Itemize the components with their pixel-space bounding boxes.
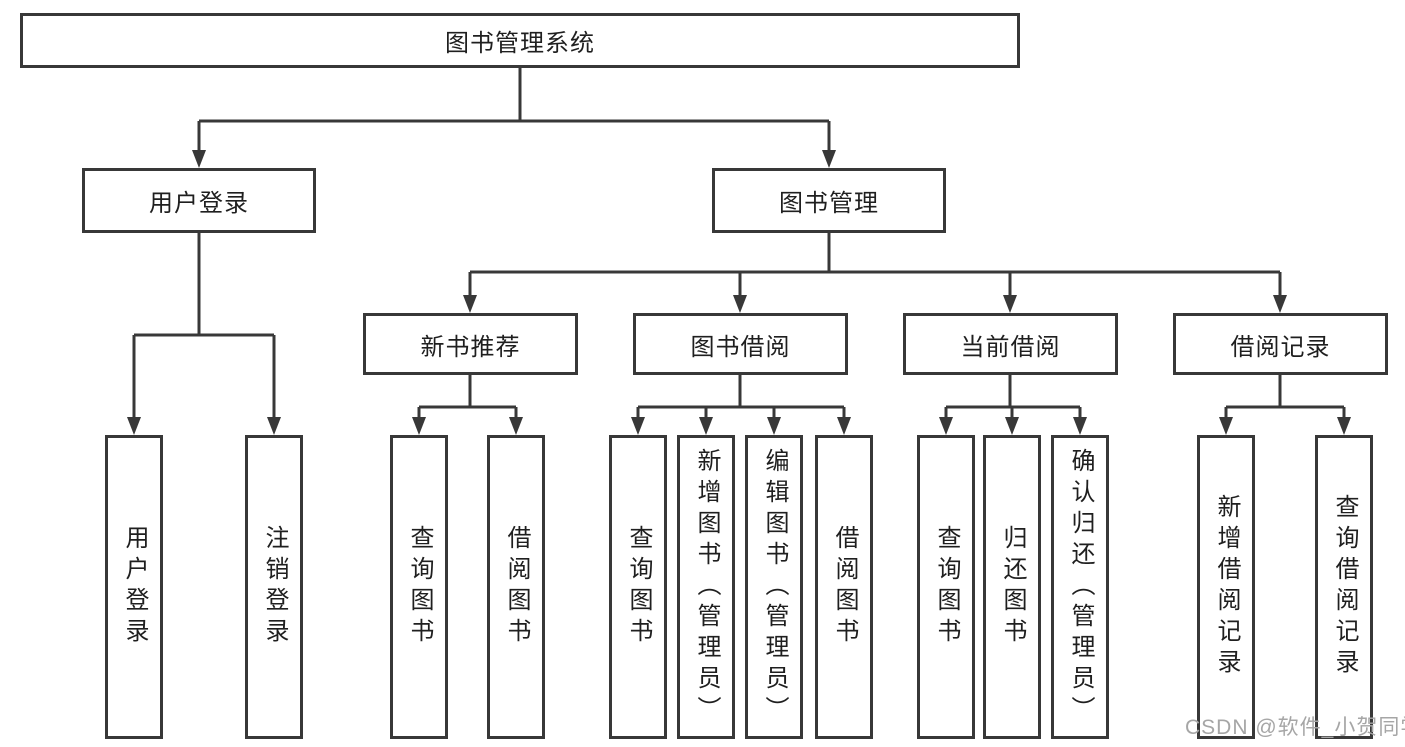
leaf-query-borrow-record: 查询借阅记录 <box>1315 435 1373 739</box>
connector-user-login-to-leaves <box>132 233 276 420</box>
leaf-label: 查询图书 <box>625 525 652 649</box>
leaf-add-books-admin: 新增图书（管理员） <box>677 435 735 739</box>
arrowhead <box>1273 295 1287 313</box>
arrowhead <box>1003 295 1017 313</box>
leaf-confirm-return-admin: 确认归还（管理员） <box>1051 435 1109 739</box>
node-book-management: 图书管理 <box>712 168 946 233</box>
arrowhead <box>192 150 206 168</box>
node-root: 图书管理系统 <box>20 13 1020 68</box>
arrowhead <box>767 417 781 435</box>
node-borrow-records: 借阅记录 <box>1173 313 1388 375</box>
leaf-label: 借阅图书 <box>503 525 530 649</box>
leaf-edit-books-admin: 编辑图书（管理员） <box>745 435 803 739</box>
leaf-add-borrow-record: 新增借阅记录 <box>1197 435 1255 739</box>
leaf-label: 借阅图书 <box>831 525 858 649</box>
arrowhead <box>1337 417 1351 435</box>
leaf-user-login: 用户登录 <box>105 435 163 739</box>
connector-new-book-to-leaves <box>417 375 518 420</box>
arrowhead <box>631 417 645 435</box>
connector-current-borrow-to-leaves <box>944 375 1082 420</box>
leaf-return-books: 归还图书 <box>983 435 1041 739</box>
leaf-query-books-current: 查询图书 <box>917 435 975 739</box>
leaf-query-books-recommend: 查询图书 <box>390 435 448 739</box>
node-current-borrow: 当前借阅 <box>903 313 1118 375</box>
arrowhead <box>127 417 141 435</box>
leaf-query-books-borrow: 查询图书 <box>609 435 667 739</box>
arrowhead <box>699 417 713 435</box>
arrowhead <box>463 295 477 313</box>
connector-borrow-records-to-leaves <box>1224 375 1346 420</box>
connector-root-to-level2 <box>197 68 831 152</box>
connector-book-borrow-to-leaves <box>636 375 846 420</box>
arrowhead <box>267 417 281 435</box>
leaf-borrow-books-recommend: 借阅图书 <box>487 435 545 739</box>
arrowhead <box>939 417 953 435</box>
leaf-label: 查询图书 <box>406 525 433 649</box>
arrowhead <box>1073 417 1087 435</box>
arrowhead <box>509 417 523 435</box>
arrowhead <box>1219 417 1233 435</box>
leaf-label: 归还图书 <box>999 525 1026 649</box>
leaf-label: 新增图书（管理员） <box>693 447 720 727</box>
node-user-login: 用户登录 <box>82 168 316 233</box>
node-book-borrow: 图书借阅 <box>633 313 848 375</box>
node-new-book-recommend: 新书推荐 <box>363 313 578 375</box>
csdn-watermark: CSDN @软件_小贺同学 <box>1185 716 1405 739</box>
arrowhead <box>733 295 747 313</box>
leaf-label: 用户登录 <box>121 525 148 649</box>
arrowhead <box>837 417 851 435</box>
leaf-label: 查询借阅记录 <box>1331 494 1358 680</box>
arrowhead <box>1005 417 1019 435</box>
leaf-label: 编辑图书（管理员） <box>761 447 788 727</box>
leaf-label: 注销登录 <box>261 525 288 649</box>
leaf-label: 新增借阅记录 <box>1213 494 1240 680</box>
connector-book-mgmt-to-level3 <box>468 233 1282 298</box>
arrowhead <box>412 417 426 435</box>
leaf-label: 确认归还（管理员） <box>1067 447 1094 727</box>
leaf-borrow-books: 借阅图书 <box>815 435 873 739</box>
leaf-logout: 注销登录 <box>245 435 303 739</box>
arrowhead <box>822 150 836 168</box>
leaf-label: 查询图书 <box>933 525 960 649</box>
